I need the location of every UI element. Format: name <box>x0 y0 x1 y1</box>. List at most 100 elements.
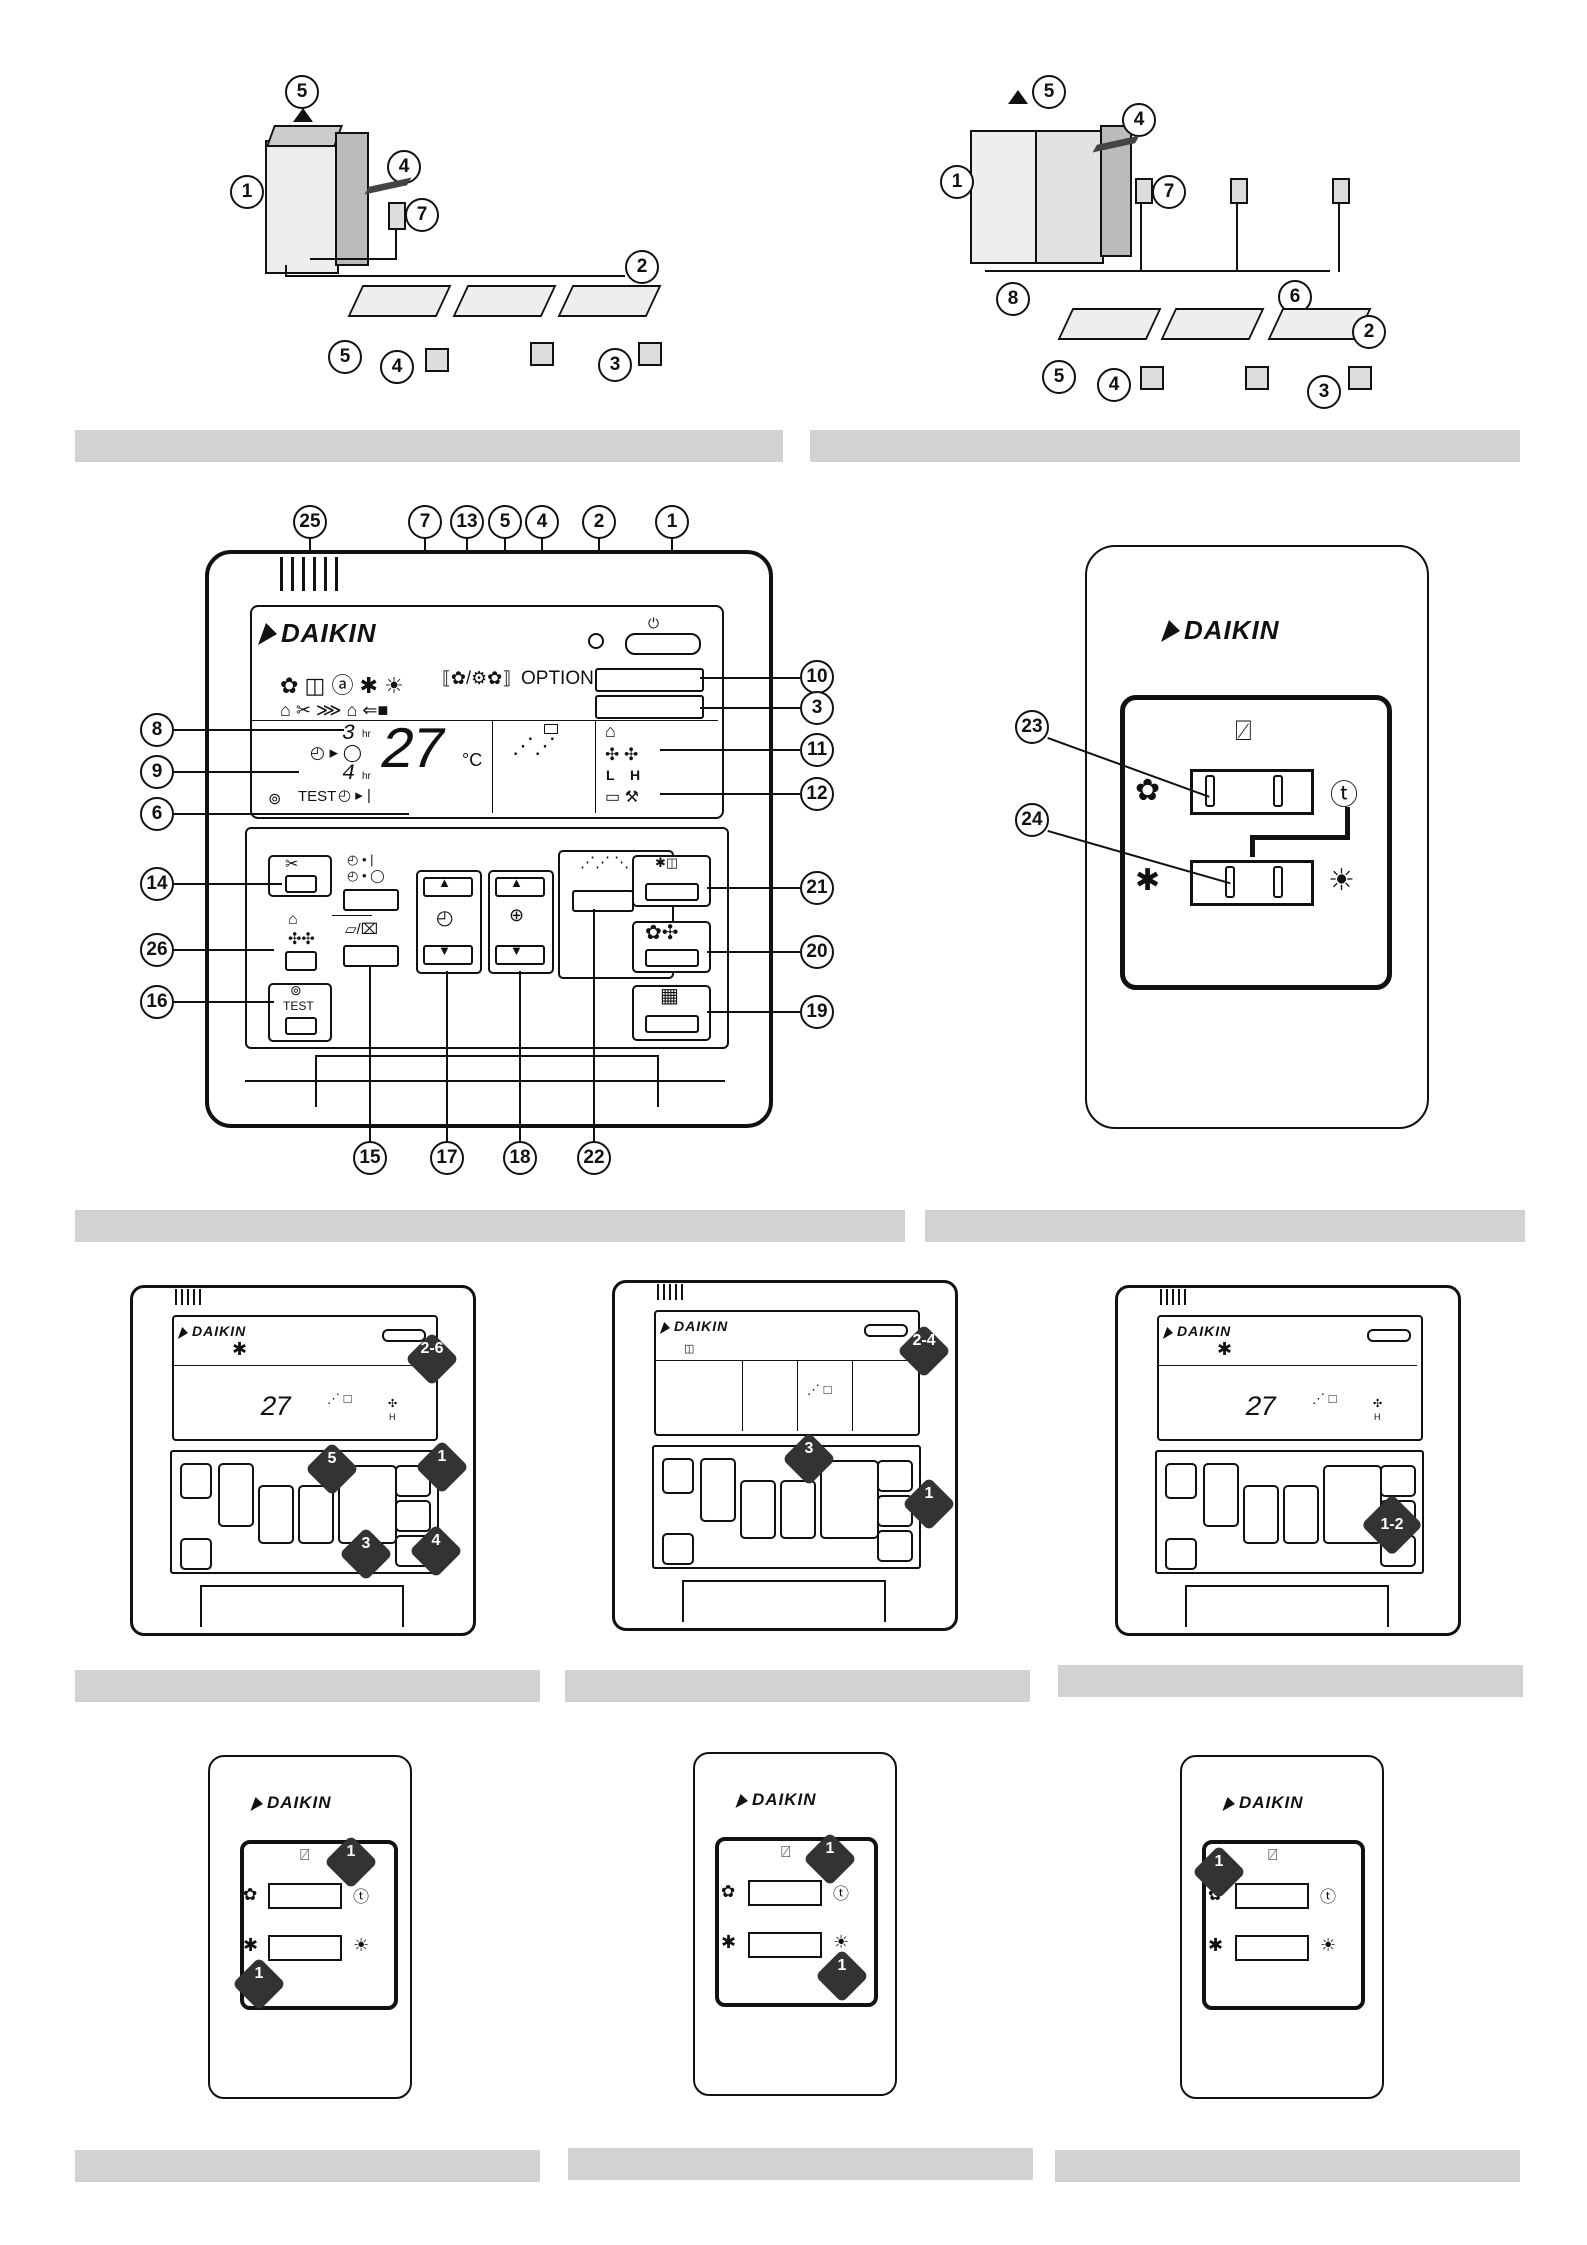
indoor-unit <box>1057 308 1162 340</box>
callout-23: 23 <box>1015 710 1049 744</box>
callout-16: 16 <box>140 985 174 1019</box>
step-selector-3: DAIKIN ⍁ ✿ ⓣ ✱ ☀ 1 <box>1180 1755 1385 2100</box>
fan-only-switch[interactable] <box>268 1883 342 1909</box>
fan-icon: ✿ <box>1135 774 1161 807</box>
remote-small <box>1332 178 1350 204</box>
fan-only-switch-icon: ⍁ <box>1235 715 1252 746</box>
callout-18: 18 <box>503 1141 537 1175</box>
operation-mode-selector-button[interactable] <box>645 883 699 901</box>
test-button[interactable] <box>285 1017 317 1035</box>
step-badge: 1 <box>415 1440 469 1494</box>
remote-small <box>530 342 554 366</box>
ventilation-icons: ⟦✿/⚙✿⟧ <box>442 668 512 688</box>
fan-speed-button[interactable] <box>645 949 699 967</box>
temperature-display: 27 <box>380 720 446 785</box>
cool-heat-switch[interactable] <box>268 1935 342 1961</box>
daikin-logo: DAIKIN <box>250 1793 332 1813</box>
remote-small <box>388 202 406 230</box>
timer-mode-button[interactable] <box>218 1463 254 1527</box>
fan-only-switch[interactable] <box>1190 769 1314 815</box>
arrow-up-icon: ▲ <box>438 875 451 890</box>
temp-up-button[interactable] <box>495 877 545 897</box>
callout-9: 9 <box>140 755 174 789</box>
temperature-unit: °C <box>462 750 483 770</box>
centralized-control-icon: ▭ ⚒ <box>605 789 639 806</box>
step-badge: 3 <box>782 1432 836 1486</box>
callout-1: 1 <box>655 505 689 539</box>
ventilation-mode-button[interactable] <box>662 1458 694 1494</box>
filter-reset-button[interactable] <box>645 1015 699 1033</box>
cool-heat-selector-main: DAIKIN ⍁ ✿ ⓣ ✱ ☀ 23 24 <box>1000 545 1440 1129</box>
on-off-button[interactable] <box>864 1324 908 1337</box>
test-button[interactable] <box>1165 1538 1197 1570</box>
caption-bar <box>565 1670 1030 1702</box>
on-off-button[interactable] <box>1367 1329 1411 1342</box>
option-button-lower[interactable] <box>595 695 704 719</box>
indoor-unit <box>452 285 557 317</box>
remote-controller-main: 25 7 13 5 4 2 1 DAIKIN ⏻ ✿ ◫ ⓐ ✱ ☀ ⟦✿/⚙✿… <box>140 505 870 1175</box>
timer-mode-button[interactable] <box>343 889 399 911</box>
fan-speed-icon: ✣ ✣ <box>605 745 639 764</box>
ventilation-mode-button[interactable] <box>1165 1463 1197 1499</box>
ventilation-amount-icon: ⌂✣✣ <box>288 911 315 948</box>
timer-mode-icon: ◴ • |◴ • ◯ <box>347 852 385 883</box>
timer-reserve-button[interactable] <box>343 945 399 967</box>
daikin-logo: DAIKIN <box>1160 615 1280 646</box>
fan-only-switch[interactable] <box>1235 1883 1309 1909</box>
ventilation-mode-icon: ✂ <box>285 856 299 873</box>
temp-adjust-group[interactable] <box>298 1485 334 1544</box>
on-off-button[interactable] <box>382 1329 426 1342</box>
fan-icon: ✿ <box>721 1882 736 1901</box>
fan-high: H <box>630 767 641 783</box>
cool-heat-switch[interactable] <box>748 1932 822 1958</box>
vent <box>280 557 283 591</box>
fan-speed-icon: ✣ <box>1373 1398 1383 1410</box>
airflow-group[interactable] <box>820 1460 879 1539</box>
timer-down-button[interactable] <box>423 945 473 965</box>
callout-17: 17 <box>430 1141 464 1175</box>
temp-down-button[interactable] <box>495 945 545 965</box>
callout-15: 15 <box>353 1141 387 1175</box>
ventilation-amount-button[interactable] <box>285 951 317 971</box>
remote-small <box>1140 366 1164 390</box>
on-off-button[interactable] <box>625 633 701 655</box>
option-button-upper[interactable] <box>595 668 704 692</box>
timer-adjust-group[interactable] <box>740 1480 776 1539</box>
callout-20: 20 <box>800 935 834 969</box>
indoor-unit <box>347 285 452 317</box>
caption-bar <box>925 1210 1525 1242</box>
timer-adjust-group[interactable] <box>258 1485 294 1544</box>
ventilation-mode-button[interactable] <box>285 875 317 893</box>
timer-mode-button[interactable] <box>1203 1463 1239 1527</box>
test-button[interactable] <box>180 1538 212 1570</box>
fan-only-switch-icon: ⍁ <box>781 1844 791 1861</box>
arrow-up-icon <box>293 108 313 122</box>
label-7: 7 <box>1152 175 1186 209</box>
timer-mode-button[interactable] <box>700 1458 736 1522</box>
filter-reset-button[interactable] <box>877 1530 913 1562</box>
temperature-display: 27 <box>1245 1393 1277 1424</box>
operation-mode-selector-button[interactable] <box>1380 1465 1416 1497</box>
thermometer-icon: ⓣ <box>1320 1889 1337 1906</box>
daikin-logo: DAIKIN <box>177 1323 246 1339</box>
airflow-direction-button[interactable] <box>572 890 634 912</box>
temp-adjust-group[interactable] <box>780 1480 816 1539</box>
cool-heat-switch[interactable] <box>1190 860 1314 906</box>
vent <box>302 557 305 591</box>
operation-mode-selector-button[interactable] <box>877 1460 913 1492</box>
ventilation-mode-button[interactable] <box>180 1463 212 1499</box>
step-selector-1: DAIKIN ⍁ ✿ ⓣ ✱ ☀ 1 1 <box>208 1755 413 2100</box>
daikin-logo: DAIKIN <box>1222 1793 1304 1813</box>
filter-sign-icon: ⊚ <box>268 791 282 808</box>
cool-heat-switch[interactable] <box>1235 1935 1309 1961</box>
remote-small <box>1245 366 1269 390</box>
outdoor-unit <box>970 130 1039 264</box>
fan-only-switch[interactable] <box>748 1880 822 1906</box>
temp-adjust-group[interactable] <box>1283 1485 1319 1544</box>
callout-6: 6 <box>140 797 174 831</box>
fan-speed-button[interactable] <box>395 1500 431 1532</box>
timer-up-button[interactable] <box>423 877 473 897</box>
timer-adjust-group[interactable] <box>1243 1485 1279 1544</box>
test-button[interactable] <box>662 1533 694 1565</box>
step-selector-2: DAIKIN ⍁ ✿ ⓣ ✱ ☀ 1 1 <box>693 1752 898 2097</box>
